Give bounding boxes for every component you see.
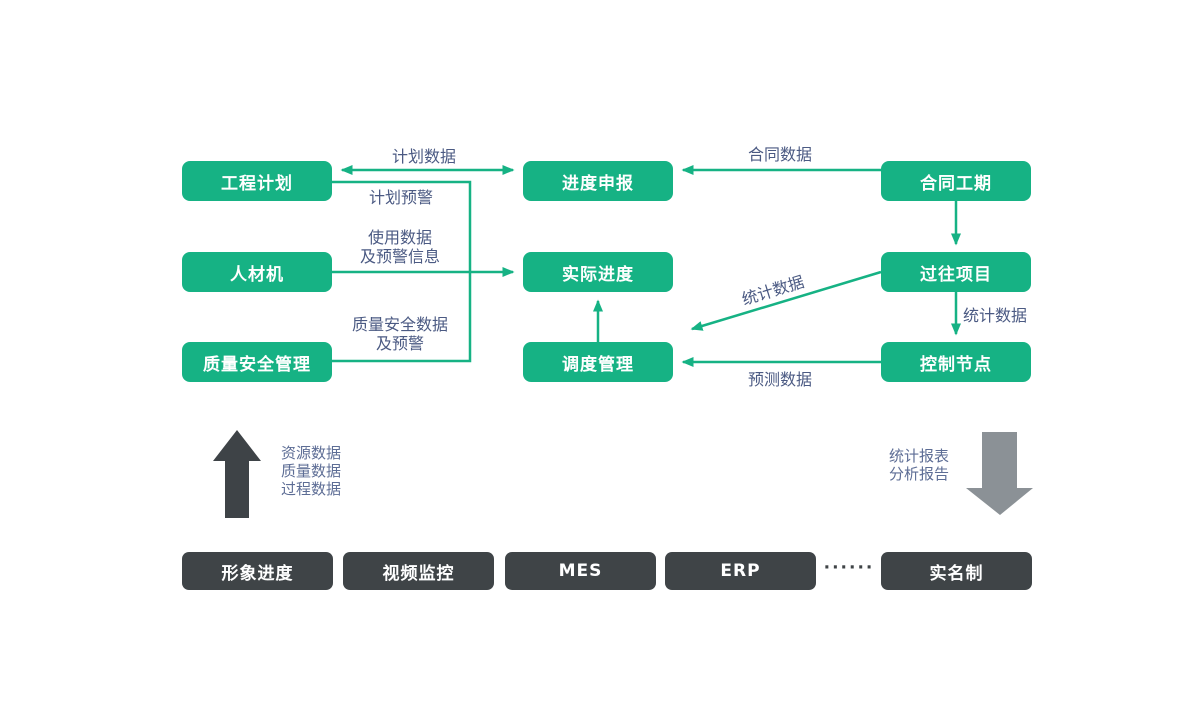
- down-arrow-label-analysis-report: 分析报告: [889, 465, 950, 483]
- edge-stats-diagonal: [690, 270, 882, 331]
- node-project-plan: 工程计划: [182, 161, 332, 201]
- up-arrow-label-process-data: 过程数据: [281, 480, 342, 498]
- edge-label-stats-vertical: 统计数据: [963, 306, 1028, 325]
- node-dispatch-mgmt: 调度管理: [523, 342, 673, 382]
- edge-label-plan-data: 计划数据: [391, 147, 456, 166]
- edge-label-usage-line1: 使用数据: [367, 228, 432, 247]
- node-quality-safety-mgmt: 质量安全管理: [182, 342, 332, 382]
- bottom-node-mes: MES: [505, 552, 656, 590]
- edge-label-forecast-data: 预测数据: [747, 370, 812, 389]
- edge-label-contract-data: 合同数据: [747, 145, 812, 164]
- node-progress-report: 进度申报: [523, 161, 673, 201]
- bottom-node-visual-progress: 形象进度: [182, 552, 333, 590]
- big-up-arrow: [213, 430, 261, 518]
- edge-label-usage-line2: 及预警信息: [359, 247, 440, 266]
- node-actual-progress: 实际进度: [523, 252, 673, 292]
- up-arrow-labels: 资源数据 质量数据 过程数据: [281, 444, 341, 498]
- edge-label-usage-data: 使用数据 及预警信息: [330, 228, 470, 266]
- up-arrow-label-resource-data: 资源数据: [281, 444, 342, 462]
- big-down-arrow: [966, 432, 1033, 515]
- edge-label-quality-data: 质量安全数据 及预警: [330, 315, 470, 353]
- up-arrow-label-quality-data: 质量数据: [281, 462, 342, 480]
- ellipsis-dots: ······: [823, 558, 875, 578]
- node-labor-material-machine: 人材机: [182, 252, 332, 292]
- bottom-node-erp: ERP: [665, 552, 816, 590]
- node-past-projects: 过往项目: [881, 252, 1031, 292]
- down-arrow-labels: 统计报表 分析报告: [889, 447, 949, 483]
- edge-label-quality-line1: 质量安全数据: [351, 315, 448, 334]
- node-control-node: 控制节点: [881, 342, 1031, 382]
- bottom-node-video-monitoring: 视频监控: [343, 552, 494, 590]
- down-arrow-label-stat-report: 统计报表: [889, 447, 950, 465]
- edge-label-quality-line2: 及预警: [375, 334, 424, 353]
- edge-label-plan-warning: 计划预警: [368, 188, 433, 207]
- node-contract-duration: 合同工期: [881, 161, 1031, 201]
- bottom-node-real-name: 实名制: [881, 552, 1032, 590]
